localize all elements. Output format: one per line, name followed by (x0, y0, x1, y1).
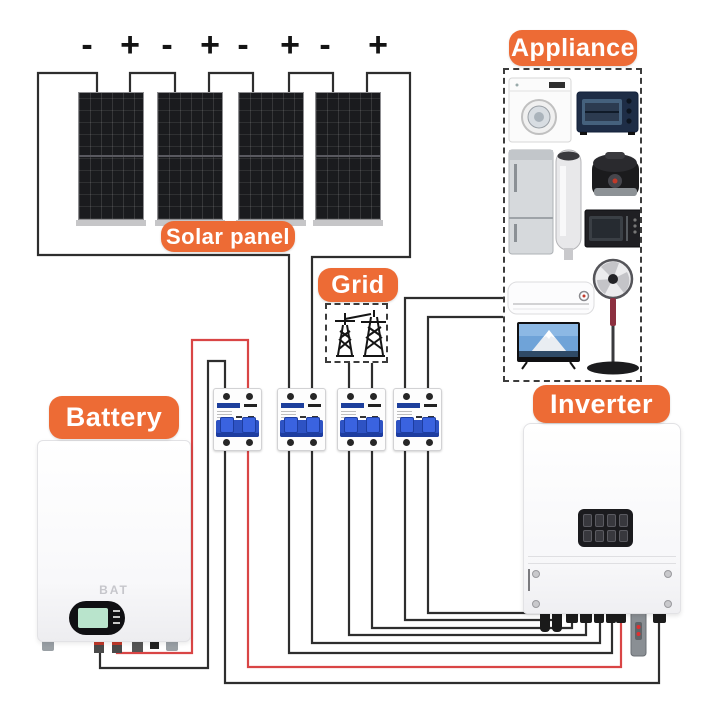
wire-appliance-a (403, 296, 503, 396)
wire-appliance-b (426, 315, 503, 396)
wire-breaker3-right-out (370, 446, 574, 630)
wire-pv-negative (36, 71, 291, 396)
polarity-minus-3: - (237, 26, 249, 64)
solar-panel-4 (313, 92, 383, 226)
wire-panel-jumper-1 (128, 71, 177, 93)
wire-breaker3-left-out (347, 446, 588, 637)
polarity-plus-2: + (200, 26, 220, 64)
wire-breaker1-out (223, 446, 661, 685)
wire-pv-positive (310, 71, 412, 396)
circuit-breaker-grid (337, 388, 386, 451)
wire-battery-negative (98, 359, 227, 670)
polarity-plus-1: + (120, 26, 140, 64)
polarity-minus-1: - (81, 26, 93, 64)
transmission-tower-icon (335, 310, 386, 357)
battery-unit: BAT (37, 440, 191, 642)
grid-box (325, 303, 388, 363)
microwave-oven-icon (584, 209, 640, 248)
solar-panel-label: Solar panel (161, 221, 295, 252)
wifi-dongle (630, 605, 647, 657)
solar-panel-2 (155, 92, 225, 226)
screw-icon (532, 570, 540, 578)
toaster-oven-icon (576, 91, 639, 135)
polarity-minus-2: - (161, 26, 173, 64)
breaker-switch (340, 417, 383, 437)
wire-panel-jumper-3 (287, 71, 335, 93)
water-heater-icon (555, 149, 582, 260)
circuit-breaker-pv (277, 388, 326, 451)
wire-breaker1-red-out (246, 446, 623, 669)
rice-cooker-icon (592, 152, 639, 196)
washing-machine-icon (508, 77, 572, 143)
inverter-seam (528, 563, 676, 564)
circuit-breaker-battery (213, 388, 262, 451)
screw-icon (664, 600, 672, 608)
wire-panel-jumper-2 (207, 71, 255, 93)
terminal-dot (246, 439, 253, 446)
grid-label: Grid (318, 268, 398, 302)
terminal-dot (223, 393, 230, 400)
battery-display (69, 601, 125, 635)
terminal-dot (246, 393, 253, 400)
breaker-switch (396, 417, 439, 437)
solar-panel-1 (76, 92, 146, 226)
polarity-plus-4: + (368, 26, 388, 64)
breaker-switch (280, 417, 323, 437)
air-conditioner-icon (507, 281, 595, 315)
television-icon (517, 322, 580, 370)
appliance-box (503, 68, 642, 382)
terminal-dot (223, 439, 230, 446)
inverter-display-keypad (578, 509, 633, 547)
inverter-vent-slot (528, 569, 530, 591)
wire-breaker2-right-out (310, 446, 602, 645)
breaker-brand-strip (217, 403, 240, 408)
wire-breaker4-left-out (403, 446, 557, 622)
battery-indicator (113, 622, 120, 624)
screw-icon (664, 570, 672, 578)
circuit-breaker-load (393, 388, 442, 451)
polarity-minus-4: - (319, 26, 331, 64)
appliance-icons (507, 77, 640, 375)
inverter-label: Inverter (533, 385, 670, 423)
appliance-label: Appliance (509, 30, 637, 66)
battery-lcd-screen (78, 608, 108, 628)
polarity-plus-3: + (280, 26, 300, 64)
solar-panel-3 (236, 92, 306, 226)
battery-terminals (42, 640, 178, 653)
breaker-switch (216, 417, 259, 437)
wire-breaker2-left-out (287, 446, 614, 655)
screw-icon (532, 600, 540, 608)
battery-indicator (113, 610, 120, 612)
standing-fan-icon (587, 258, 639, 375)
refrigerator-icon (508, 149, 554, 255)
wire-breaker4-right-out (426, 446, 545, 615)
battery-indicator (113, 616, 120, 618)
breaker-mark (244, 404, 257, 407)
inverter-unit (523, 423, 681, 614)
battery-brand-logo: BAT (99, 583, 129, 597)
battery-label: Battery (49, 396, 179, 439)
inverter-seam (528, 556, 676, 557)
